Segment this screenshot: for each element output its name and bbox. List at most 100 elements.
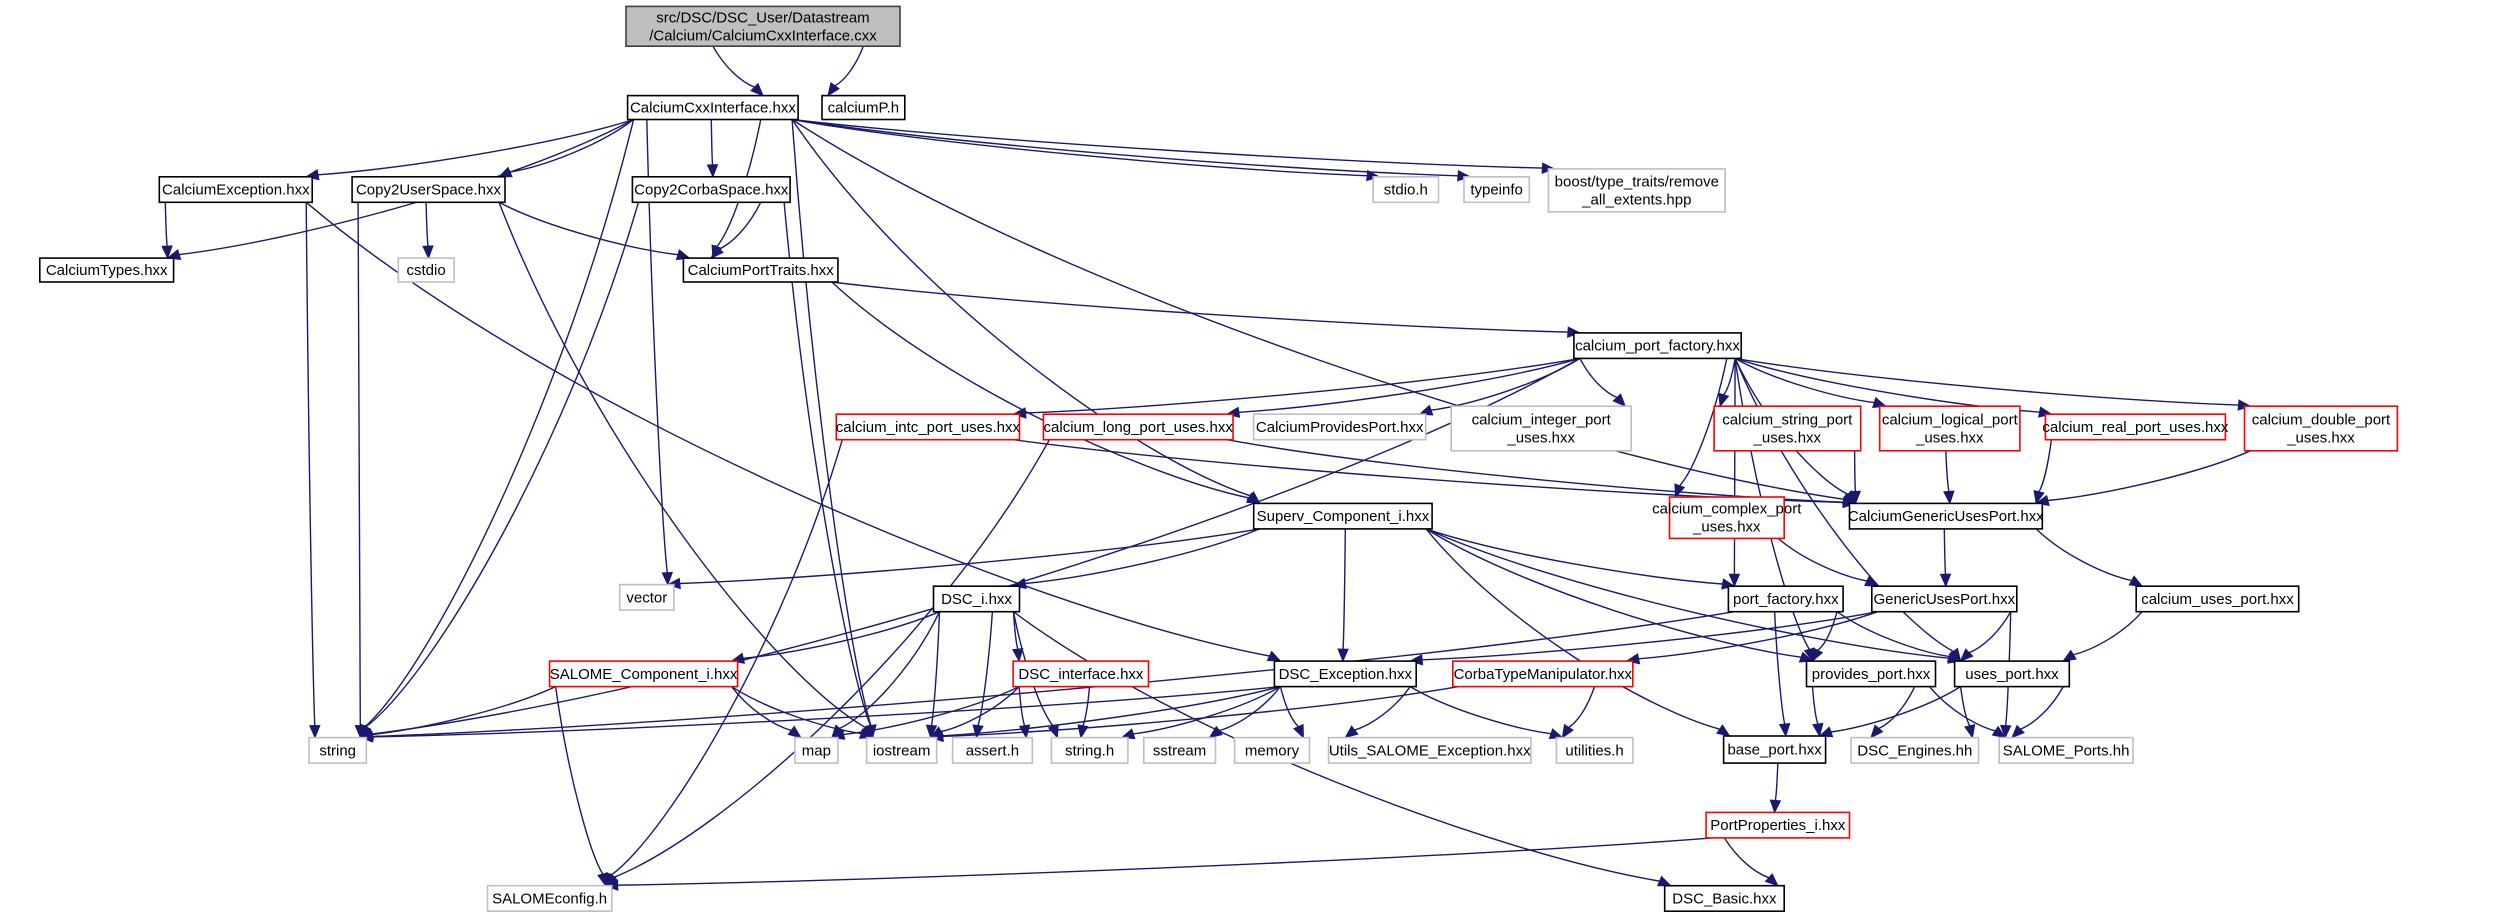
node-calcium-port-traits-hxx[interactable]: CalciumPortTraits.hxx <box>682 257 839 283</box>
node-box[interactable] <box>1722 735 1827 764</box>
node-calcium-complex-port-uses-hxx[interactable]: calcium_complex_port_uses.hxx <box>1652 496 1802 540</box>
node-dsc-exception-hxx[interactable]: DSC_Exception.hxx <box>1273 660 1418 688</box>
node-box[interactable] <box>835 413 1021 441</box>
node-calcium-logical-port-uses-hxx[interactable]: calcium_logical_port_uses.hxx <box>1878 405 2021 452</box>
node-box[interactable] <box>1998 736 2134 764</box>
node-box[interactable] <box>626 94 799 121</box>
node-box[interactable] <box>1233 736 1311 764</box>
node-box[interactable] <box>682 257 839 283</box>
node-box[interactable] <box>932 585 1021 613</box>
node-generic-uses-port-hxx[interactable]: GenericUsesPort.hxx <box>1871 585 2018 613</box>
node-box[interactable] <box>1705 811 1851 839</box>
node-box[interactable] <box>1668 496 1785 540</box>
node-salome-component-i-hxx[interactable]: SALOME_Component_i.hxx <box>548 660 739 688</box>
node-copy2-user-space-hxx[interactable]: Copy2UserSpace.hxx <box>351 176 506 204</box>
node-utilities-h[interactable]: utilities.h <box>1555 736 1634 764</box>
node-box[interactable] <box>1878 405 2021 452</box>
node-string-h[interactable]: string.h <box>1050 736 1129 764</box>
node-root[interactable]: src/DSC/DSC_User/Datastream/Calcium/Calc… <box>625 5 901 47</box>
node-box[interactable] <box>1050 736 1129 764</box>
node-calcium-port-factory-hxx[interactable]: calcium_port_factory.hxx <box>1573 332 1743 360</box>
node-box[interactable] <box>2135 585 2300 613</box>
node-box[interactable] <box>1871 585 2018 613</box>
node-memory[interactable]: memory <box>1233 736 1311 764</box>
node-box[interactable] <box>1252 413 1427 441</box>
node-salomeconfig-h[interactable]: SALOMEconfig.h <box>486 884 613 913</box>
node-box[interactable] <box>38 257 175 283</box>
node-box[interactable] <box>1042 413 1234 441</box>
node-string[interactable]: string <box>308 736 368 764</box>
node-calcium-integer-port-uses-hxx[interactable]: calcium_integer_port_uses.hxx <box>1450 405 1632 452</box>
node-uses-port-hxx[interactable]: uses_port.hxx <box>1953 660 2071 688</box>
node-box[interactable] <box>2044 413 2227 441</box>
node-calcium-generic-uses-port-hxx[interactable]: CalciumGenericUsesPort.hxx <box>1848 502 2044 530</box>
node-box[interactable] <box>1805 660 1937 688</box>
node-corba-type-manipulator-hxx[interactable]: CorbaTypeManipulator.hxx <box>1452 660 1634 688</box>
node-calcium-types-hxx[interactable]: CalciumTypes.hxx <box>38 257 175 283</box>
node-sstream[interactable]: sstream <box>1143 736 1217 764</box>
node-dsc-interface-hxx[interactable]: DSC_interface.hxx <box>1012 660 1150 688</box>
node-calcium-long-port-uses-hxx[interactable]: calcium_long_port_uses.hxx <box>1042 413 1234 441</box>
node-box[interactable] <box>1547 168 1727 213</box>
node-box[interactable] <box>618 583 675 611</box>
node-dsc-basic-hxx[interactable]: DSC_Basic.hxx <box>1663 884 1785 913</box>
node-copy2-corba-space-hxx[interactable]: Copy2CorbaSpace.hxx <box>631 176 791 204</box>
node-boost-remove-all-extents[interactable]: boost/type_traits/remove_all_extents.hpp <box>1547 168 1727 213</box>
node-calcium-exception-hxx[interactable]: CalciumException.hxx <box>158 176 313 204</box>
node-salome-ports-hh[interactable]: SALOME_Ports.hh <box>1998 736 2134 764</box>
node-map[interactable]: map <box>794 736 839 764</box>
node-box[interactable] <box>1848 502 2044 530</box>
node-box[interactable] <box>308 736 368 764</box>
node-box[interactable] <box>1450 405 1632 452</box>
node-box[interactable] <box>1555 736 1634 764</box>
node-box[interactable] <box>625 5 901 47</box>
node-cstdio[interactable]: cstdio <box>397 257 455 283</box>
node-box[interactable] <box>397 257 455 283</box>
node-superv-component-i-hxx[interactable]: Superv_Component_i.hxx <box>1252 502 1433 530</box>
node-base-port-hxx[interactable]: base_port.hxx <box>1722 735 1827 764</box>
node-box[interactable] <box>1372 176 1440 204</box>
node-box[interactable] <box>351 176 506 204</box>
node-box[interactable] <box>1727 585 1844 613</box>
node-box[interactable] <box>794 736 839 764</box>
node-box[interactable] <box>1463 176 1531 204</box>
node-box[interactable] <box>1953 660 2071 688</box>
node-assert-h[interactable]: assert.h <box>951 736 1034 764</box>
node-box[interactable] <box>951 736 1034 764</box>
node-box[interactable] <box>1452 660 1634 688</box>
node-box[interactable] <box>865 736 938 764</box>
node-box[interactable] <box>158 176 313 204</box>
node-port-factory-hxx[interactable]: port_factory.hxx <box>1727 585 1844 613</box>
node-calcium-cxx-interface-hxx[interactable]: CalciumCxxInterface.hxx <box>626 94 799 121</box>
node-calcium-real-port-uses-hxx[interactable]: calcium_real_port_uses.hxx <box>2042 413 2229 441</box>
node-stdio-h[interactable]: stdio.h <box>1372 176 1440 204</box>
node-box[interactable] <box>1850 736 1980 764</box>
node-box[interactable] <box>548 660 739 688</box>
node-utils-salome-exception-hxx[interactable]: Utils_SALOME_Exception.hxx <box>1327 736 1532 764</box>
node-box[interactable] <box>1012 660 1150 688</box>
node-box[interactable] <box>631 176 791 204</box>
node-box[interactable] <box>2243 405 2399 452</box>
node-dsc-engines-hh[interactable]: DSC_Engines.hh <box>1850 736 1980 764</box>
node-calcium-provides-port-hxx[interactable]: CalciumProvidesPort.hxx <box>1252 413 1427 441</box>
node-calcium-double-port-uses-hxx[interactable]: calcium_double_port_uses.hxx <box>2243 405 2399 452</box>
node-calcium-uses-port-hxx[interactable]: calcium_uses_port.hxx <box>2135 585 2300 613</box>
node-box[interactable] <box>1327 736 1532 764</box>
node-vector[interactable]: vector <box>618 583 675 611</box>
node-box[interactable] <box>1273 660 1418 688</box>
node-box[interactable] <box>1252 502 1433 530</box>
node-box[interactable] <box>1663 884 1785 913</box>
node-calcium-p-h[interactable]: calciumP.h <box>821 94 906 121</box>
node-iostream[interactable]: iostream <box>865 736 938 764</box>
node-provides-port-hxx[interactable]: provides_port.hxx <box>1805 660 1937 688</box>
node-port-properties-i-hxx[interactable]: PortProperties_i.hxx <box>1705 811 1851 839</box>
node-typeinfo[interactable]: typeinfo <box>1463 176 1531 204</box>
node-calcium-string-port-uses-hxx[interactable]: calcium_string_port_uses.hxx <box>1713 405 1862 452</box>
node-box[interactable] <box>486 884 613 913</box>
node-calcium-intc-port-uses-hxx[interactable]: calcium_intc_port_uses.hxx <box>835 413 1021 441</box>
node-box[interactable] <box>1143 736 1217 764</box>
node-dsc-i-hxx[interactable]: DSC_i.hxx <box>932 585 1021 613</box>
node-box[interactable] <box>1713 405 1862 452</box>
node-box[interactable] <box>1573 332 1743 360</box>
node-box[interactable] <box>821 94 906 121</box>
